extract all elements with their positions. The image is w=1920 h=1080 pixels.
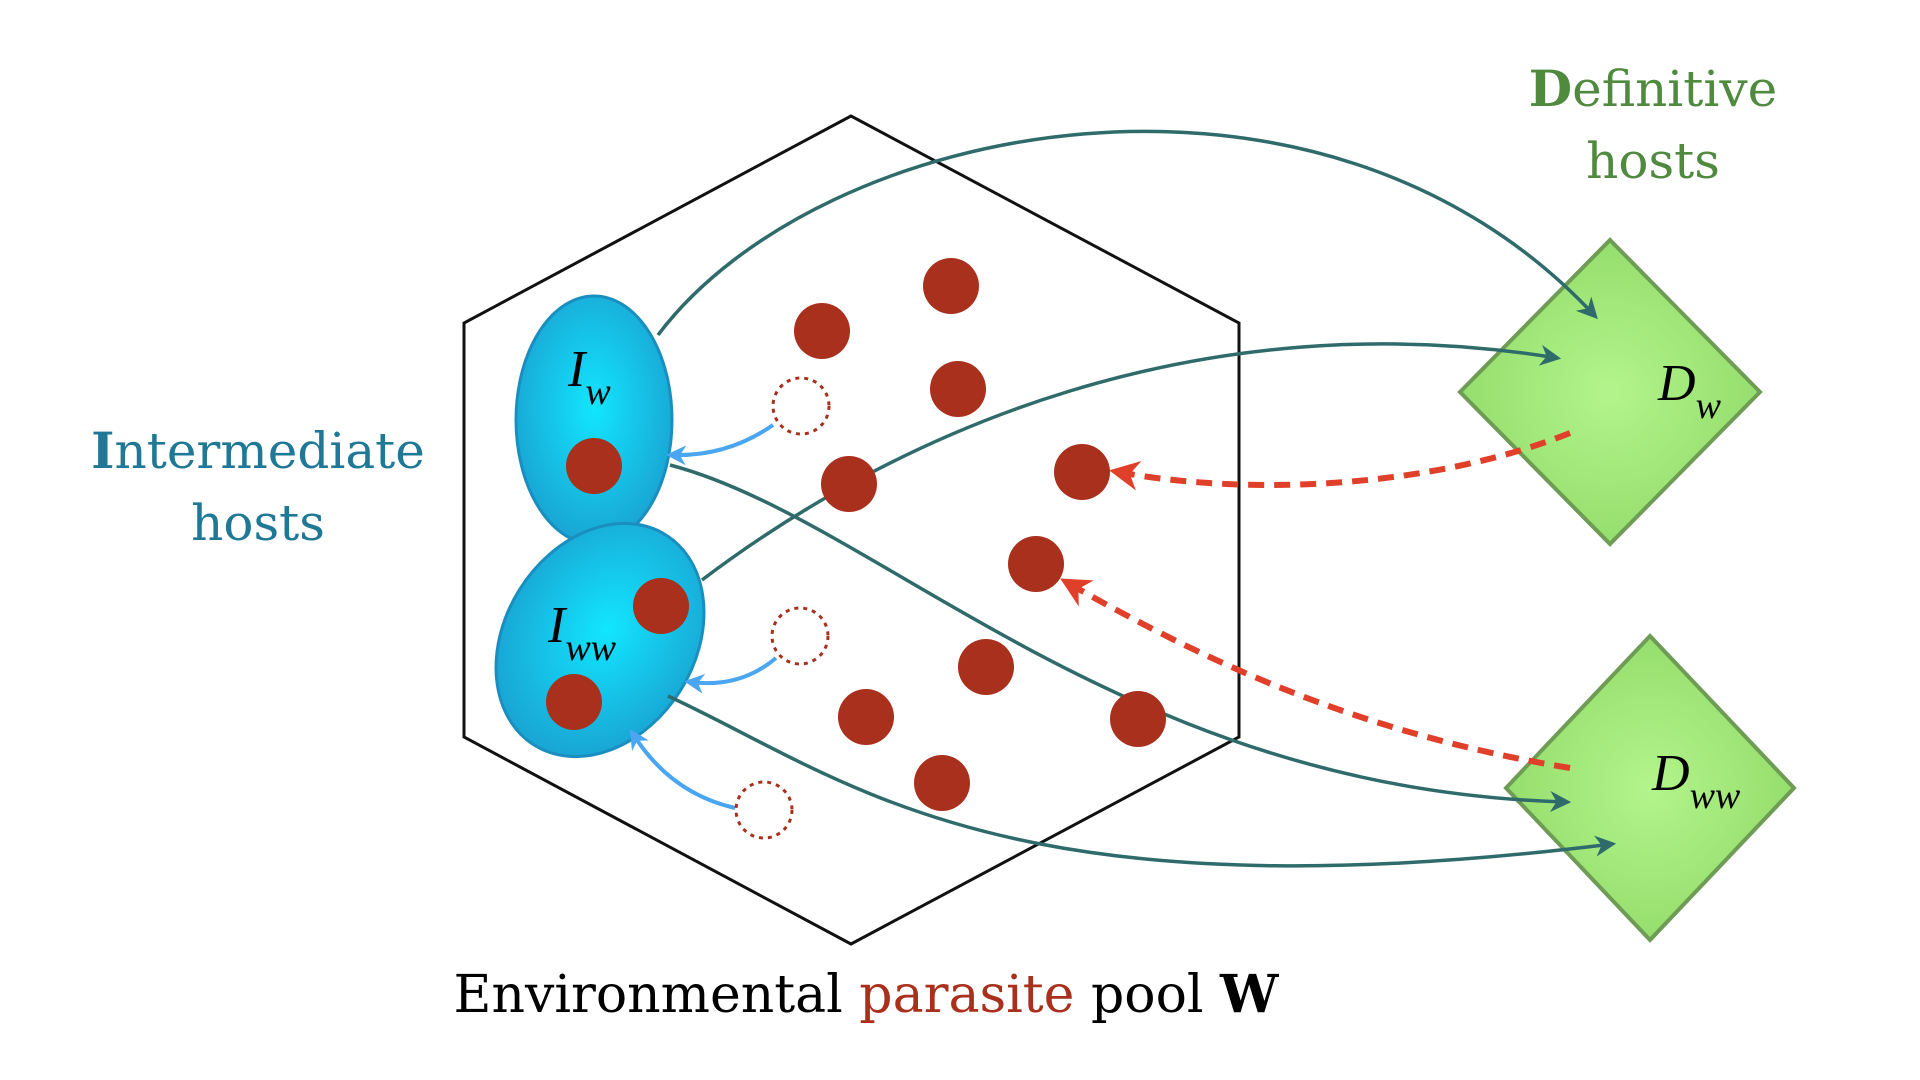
shedding-arrow-dww bbox=[1060, 578, 1571, 771]
parasite-dot bbox=[914, 755, 970, 811]
parasite-dot bbox=[794, 303, 850, 359]
environment-pool-hexagon bbox=[462, 114, 1241, 946]
transmission-arrow-iw-to-dw bbox=[656, 129, 1598, 337]
definitive-host-dw bbox=[1457, 237, 1763, 547]
pool-caption: Environmental parasite pool W bbox=[454, 964, 1280, 1025]
parasite-dot bbox=[930, 361, 986, 417]
definitive-hosts-label: Definitive bbox=[1529, 59, 1777, 118]
definitive-host-dww bbox=[1503, 633, 1797, 943]
ingestion-arrow-iww-2 bbox=[629, 728, 736, 810]
transmission-arrow-iw-to-dww bbox=[669, 463, 1572, 813]
node-label-dw: Dw bbox=[1657, 355, 1722, 427]
parasite-in-iww bbox=[546, 674, 602, 730]
ingested-parasite-outline bbox=[734, 780, 794, 840]
ingested-parasite-outline bbox=[771, 376, 831, 436]
environment-parasites bbox=[794, 258, 1166, 811]
ingested-parasite-outline bbox=[770, 606, 830, 666]
parasite-dot bbox=[1054, 444, 1110, 500]
intermediate-hosts-label-line2: hosts bbox=[191, 494, 325, 552]
parasite-in-iw bbox=[566, 438, 622, 494]
shedding-arrow-dw bbox=[1109, 430, 1572, 491]
parasite-in-iww bbox=[633, 578, 689, 634]
parasite-dot bbox=[958, 639, 1014, 695]
node-label-iww: Iww bbox=[547, 597, 617, 669]
node-label-dww: Dww bbox=[1651, 745, 1741, 817]
parasite-dot bbox=[1008, 536, 1064, 592]
ingestion-arrow-iw bbox=[666, 423, 775, 466]
intermediate-hosts-label: Intermediate bbox=[91, 421, 425, 480]
transmission-arrow-iww-to-dw bbox=[700, 342, 1562, 582]
ingestion-arrow-iww-1 bbox=[684, 656, 778, 694]
parasite-dot bbox=[838, 689, 894, 745]
parasite-dot bbox=[821, 456, 877, 512]
definitive-hosts-label-line2: hosts bbox=[1586, 132, 1720, 190]
transmission-arrow-iww-to-dww bbox=[667, 694, 1617, 868]
parasite-dot bbox=[1110, 691, 1166, 747]
intermediate-host-iw bbox=[514, 294, 674, 546]
node-label-iw: Iw bbox=[567, 341, 611, 413]
parasite-dot bbox=[923, 258, 979, 314]
